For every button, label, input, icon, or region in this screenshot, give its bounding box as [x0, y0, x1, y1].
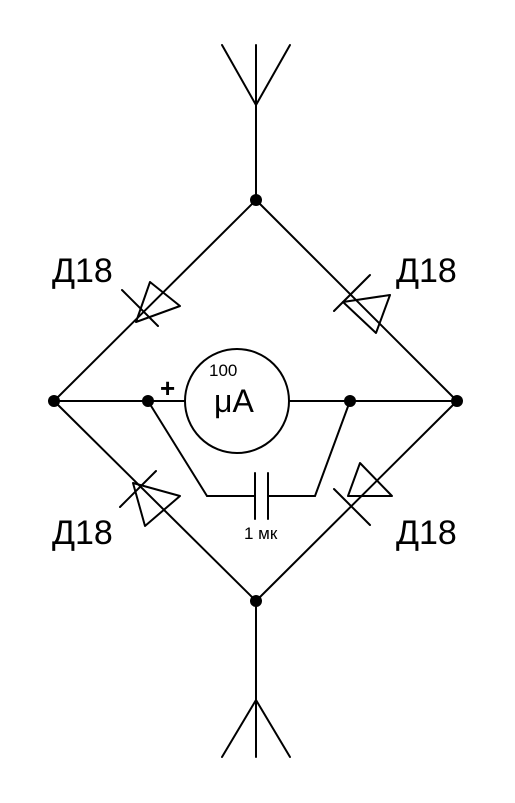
junction-meter-minus	[344, 395, 356, 407]
junction-top	[250, 194, 262, 206]
junction-meter-plus	[142, 395, 154, 407]
diode-top-right-icon	[333, 274, 391, 334]
meter-range-label: 100	[209, 361, 237, 380]
meter-unit-label: μA	[214, 383, 254, 419]
diode-top-left-icon	[121, 281, 181, 327]
junction-bottom	[250, 595, 262, 607]
capacitor-icon	[254, 472, 269, 520]
bottom-antenna-icon	[221, 600, 291, 758]
capacitor-value-label: 1 мк	[244, 524, 278, 543]
diode-label-bottom-right: Д18	[396, 514, 457, 552]
junction-right	[451, 395, 463, 407]
diode-bottom-right-icon	[333, 462, 393, 526]
diode-bottom-left-icon	[119, 470, 181, 527]
diode-label-bottom-left: Д18	[52, 514, 113, 552]
microammeter-icon	[184, 348, 290, 454]
junction-left	[48, 395, 60, 407]
top-antenna-icon	[221, 44, 291, 201]
diode-label-top-right: Д18	[396, 252, 457, 290]
meter-polarity-label: +	[160, 373, 175, 403]
meter-circuit-wires	[53, 400, 458, 497]
diode-label-top-left: Д18	[52, 252, 113, 290]
